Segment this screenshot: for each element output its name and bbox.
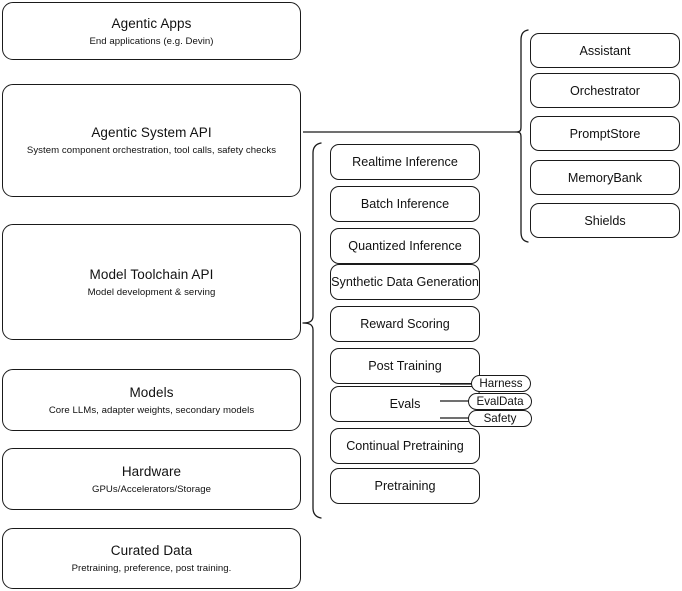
capability-post-training[interactable]: Post Training bbox=[330, 348, 480, 384]
layer-title: Models bbox=[129, 384, 174, 400]
layer-title: Agentic System API bbox=[91, 125, 212, 140]
capability-batch-inference[interactable]: Batch Inference bbox=[330, 186, 480, 222]
layer-subtitle: System component orchestration, tool cal… bbox=[26, 145, 277, 156]
capability-label: Pretraining bbox=[374, 479, 436, 493]
layer-agentic-system-api[interactable]: Agentic System API System component orch… bbox=[2, 84, 301, 197]
capability-continual-pretraining[interactable]: Continual Pretraining bbox=[330, 428, 480, 464]
capability-label: Reward Scoring bbox=[360, 317, 450, 331]
layer-model-toolchain-api[interactable]: Model Toolchain API Model development & … bbox=[2, 224, 301, 340]
capability-reward-scoring[interactable]: Reward Scoring bbox=[330, 306, 480, 342]
component-label: MemoryBank bbox=[567, 170, 643, 185]
layer-title: Agentic Apps bbox=[111, 15, 192, 31]
capability-pretraining[interactable]: Pretraining bbox=[330, 468, 480, 504]
component-promptstore[interactable]: PromptStore bbox=[530, 116, 680, 151]
badge-label: Harness bbox=[479, 376, 523, 390]
layer-hardware[interactable]: Hardware GPUs/Accelerators/Storage bbox=[2, 448, 301, 510]
badge-safety[interactable]: Safety bbox=[468, 410, 532, 427]
capability-label: Post Training bbox=[368, 359, 442, 373]
layer-models[interactable]: Models Core LLMs, adapter weights, secon… bbox=[2, 369, 301, 431]
layer-subtitle: GPUs/Accelerators/Storage bbox=[91, 483, 212, 495]
layer-title: Model Toolchain API bbox=[89, 266, 214, 282]
component-label: Shields bbox=[584, 213, 626, 228]
component-assistant[interactable]: Assistant bbox=[530, 33, 680, 68]
capability-synthetic-data-generation[interactable]: Synthetic Data Generation bbox=[330, 264, 480, 300]
layer-subtitle: Model development & serving bbox=[87, 286, 216, 298]
layer-title: Hardware bbox=[121, 463, 182, 479]
component-label: Orchestrator bbox=[570, 83, 640, 98]
capability-label: Synthetic Data Generation bbox=[331, 275, 479, 289]
capability-evals[interactable]: Evals bbox=[330, 386, 480, 422]
capability-quantized-inference[interactable]: Quantized Inference bbox=[330, 228, 480, 264]
layer-subtitle: Pretraining, preference, post training. bbox=[71, 563, 232, 574]
layer-subtitle: Core LLMs, adapter weights, secondary mo… bbox=[48, 404, 255, 416]
component-label: Assistant bbox=[579, 43, 631, 58]
badge-harness[interactable]: Harness bbox=[471, 375, 531, 392]
capability-label: Evals bbox=[389, 397, 421, 411]
capability-label: Batch Inference bbox=[360, 197, 450, 211]
component-label: PromptStore bbox=[569, 126, 641, 141]
capability-label: Realtime Inference bbox=[352, 155, 458, 169]
badge-label: Safety bbox=[483, 411, 517, 425]
capability-label: Quantized Inference bbox=[348, 239, 462, 253]
component-shields[interactable]: Shields bbox=[530, 203, 680, 238]
layer-agentic-apps[interactable]: Agentic Apps End applications (e.g. Devi… bbox=[2, 2, 301, 60]
badge-label: EvalData bbox=[476, 394, 524, 408]
layer-curated-data[interactable]: Curated Data Pretraining, preference, po… bbox=[2, 528, 301, 589]
layer-subtitle: End applications (e.g. Devin) bbox=[89, 35, 214, 47]
capability-realtime-inference[interactable]: Realtime Inference bbox=[330, 144, 480, 180]
component-memorybank[interactable]: MemoryBank bbox=[530, 160, 680, 195]
capability-label: Continual Pretraining bbox=[346, 439, 464, 453]
component-orchestrator[interactable]: Orchestrator bbox=[530, 73, 680, 108]
layer-title: Curated Data bbox=[110, 543, 193, 558]
badge-evaldata[interactable]: EvalData bbox=[468, 393, 532, 410]
